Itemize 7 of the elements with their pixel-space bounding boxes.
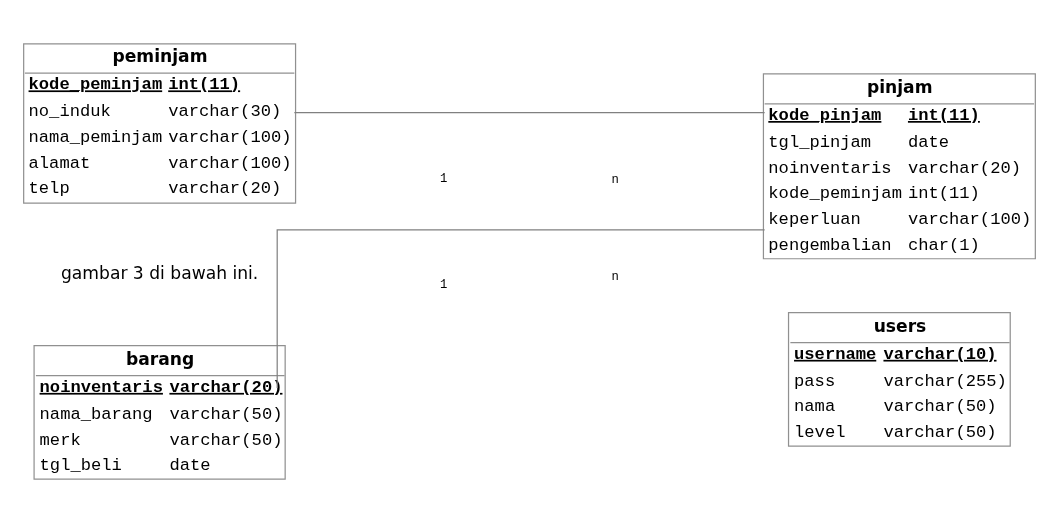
label: n (611, 269, 619, 284)
label: 1 (440, 277, 448, 292)
connector (276, 228, 766, 389)
label: 1 (440, 171, 448, 186)
label: n (611, 172, 619, 187)
label: gambar 3 di bawah ini. (60, 262, 259, 283)
connector (293, 111, 766, 113)
